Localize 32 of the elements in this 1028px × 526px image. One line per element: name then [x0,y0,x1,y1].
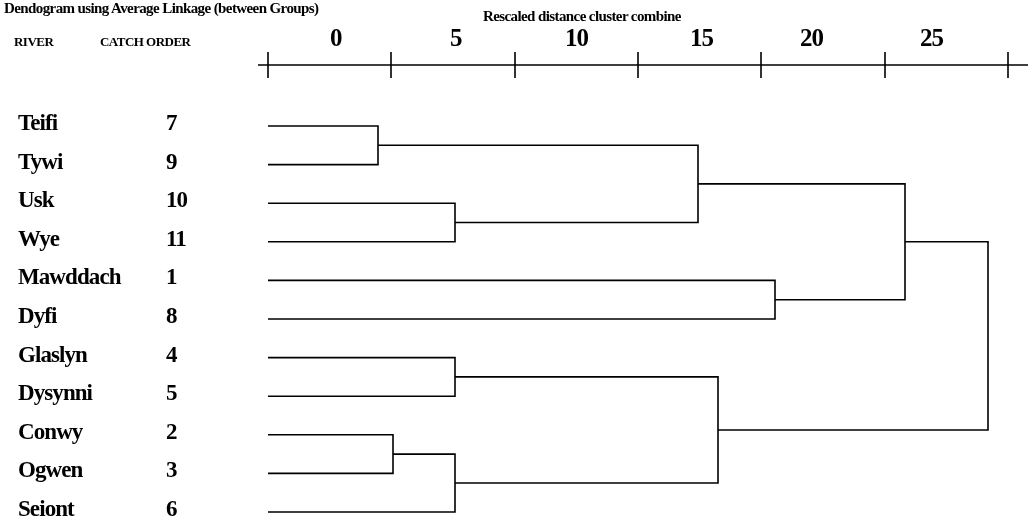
river-name: Teifi [18,110,58,136]
river-name: Tywi [18,148,63,175]
catch-order: 5 [166,380,177,407]
catch-order: 6 [166,496,177,522]
axis-title: Rescaled distance cluster combine [483,8,681,25]
column-header: CATCH ORDER [100,34,191,50]
tick-label: 5 [450,24,462,52]
river-name: Wye [18,225,60,252]
catch-order: 11 [166,225,186,252]
catch-order: 1 [166,264,177,291]
catch-order: 8 [166,303,177,329]
river-name: Usk [18,187,54,214]
tick-label: 0 [330,24,342,52]
river-name: Conwy [18,418,83,445]
tick-label: 25 [920,24,943,52]
river-name: Dysynni [18,380,93,407]
catch-order: 3 [166,457,177,484]
river-name: Mawddach [18,264,121,291]
tick-label: 20 [800,24,823,52]
river-name: Dyfi [18,303,57,329]
catch-order: 7 [166,110,177,136]
catch-order: 10 [166,187,188,214]
column-header: RIVER [14,34,54,50]
tick-label: 15 [690,24,713,52]
tick-label: 10 [565,24,588,52]
catch-order: 2 [166,418,177,445]
river-name: Ogwen [18,457,83,484]
river-name: Seiont [18,496,74,522]
chart-title: Dendogram using Average Linkage (between Groups) [4,0,319,17]
river-name: Glaslyn [18,341,87,368]
catch-order: 9 [166,148,177,175]
catch-order: 4 [166,341,177,368]
